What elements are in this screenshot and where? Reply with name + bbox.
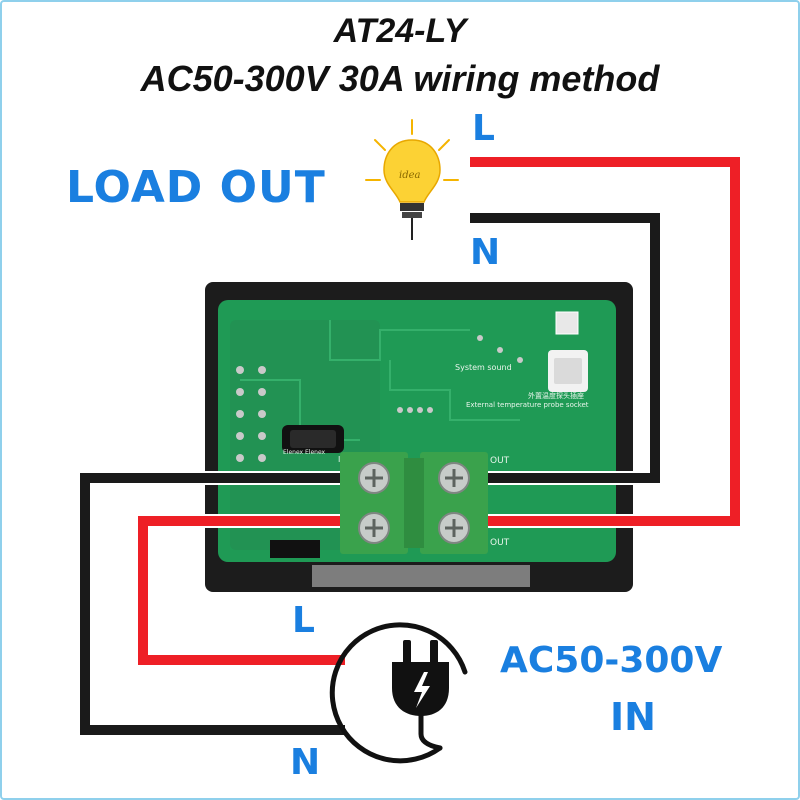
board-out-label-2: OUT [490, 538, 510, 548]
load-n-label: N [470, 232, 501, 273]
system-sound-text: System sound [455, 363, 512, 372]
power-plug-icon [329, 622, 468, 764]
neutral-wire [80, 213, 660, 735]
supply-l-label: L [292, 600, 315, 641]
terminal-right [420, 452, 488, 554]
model-title: AT24-LY [333, 12, 467, 50]
load-live-wire [470, 157, 740, 526]
terminal-divider [404, 458, 424, 548]
live-wire [138, 157, 740, 665]
pcb-trace [389, 360, 520, 421]
probe-socket-cn-text: 外置温度探头插座 [528, 391, 584, 400]
capacitor-brand-text: Elenex Elenex [283, 449, 326, 456]
supply-live-wire [138, 516, 375, 665]
capacitor-band [290, 430, 336, 448]
load-neutral-wire [395, 213, 660, 483]
probe-socket-inner [554, 358, 582, 384]
load-l-label: L [472, 108, 495, 149]
terminal-left [340, 452, 408, 554]
bulb-text: idea [399, 170, 421, 181]
load-out-label: LOAD OUT [66, 162, 326, 213]
supply-voltage-label: AC50-300V [500, 640, 723, 681]
probe-socket-en-text: External temperature probe socket [466, 401, 589, 409]
supply-n-label: N [290, 742, 321, 783]
light-bulb-icon: idea [365, 119, 459, 240]
jumper-pad [555, 311, 579, 335]
supply-in-label: IN [610, 695, 656, 739]
relay-chip [270, 540, 320, 558]
device-label-strip [312, 565, 530, 587]
pcb-pin-row [236, 335, 523, 462]
pcb-trace [329, 320, 470, 361]
wiring-subtitle: AC50-300V 30A wiring method [140, 58, 660, 99]
terminal-block [340, 452, 488, 554]
board-out-label: OUT [490, 456, 510, 466]
supply-neutral-wire [80, 473, 370, 735]
